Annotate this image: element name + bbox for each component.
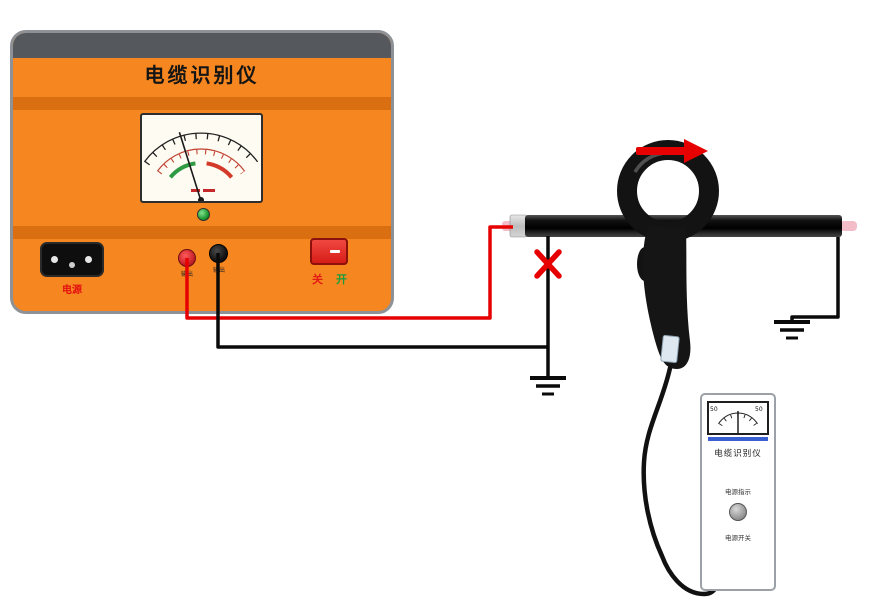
meter-scale-right: 50 [755,406,763,413]
ground-symbol-left [530,376,566,396]
receiver-power-switch-label: 电源开关 [725,534,751,542]
output-terminal-red [178,249,196,267]
cable-identifier-unit: 电缆识别仪 电源 [10,30,394,314]
current-direction-arrow [636,139,708,163]
power-indicator-led [197,208,210,221]
clamp-sensor [617,140,719,369]
receiver-blue-bar [708,437,768,441]
device-title: 电缆识别仪 [144,63,260,87]
meter-scale-left: 50 [710,406,718,413]
target-cable [502,214,857,238]
ground-symbol-right [774,320,810,340]
switch-off-label: 关 [312,273,323,286]
power-inlet-socket [40,242,104,277]
socket-pin-left [51,256,58,263]
switch-on-label: 开 [336,273,347,286]
receiver-title: 电缆识别仪 [714,449,762,459]
cable-ground-wire-right [790,237,840,321]
power-label: 电源 [62,285,82,296]
analog-meter [140,113,263,203]
receiver-power-button [729,503,747,521]
analog-meter-face [143,132,259,203]
receiver-meter-face: 50 50 [710,406,763,433]
fault-x-mark [534,249,562,279]
receiver-power-indicator-label: 电源指示 [725,488,751,496]
socket-pin-right [85,256,92,263]
power-rocker-switch [310,238,348,265]
device-stripe-top [13,97,391,110]
socket-pin-center [69,262,75,268]
output-terminal-black [209,244,228,263]
receiver-meter: 50 50 [707,401,769,435]
output-terminal-black-label: 输出 [212,267,225,274]
device-top-band [13,33,391,58]
receiver-unit: 50 50 电缆识别仪 电源指示 电源开关 [700,393,776,591]
rocker-on-mark [330,250,340,253]
